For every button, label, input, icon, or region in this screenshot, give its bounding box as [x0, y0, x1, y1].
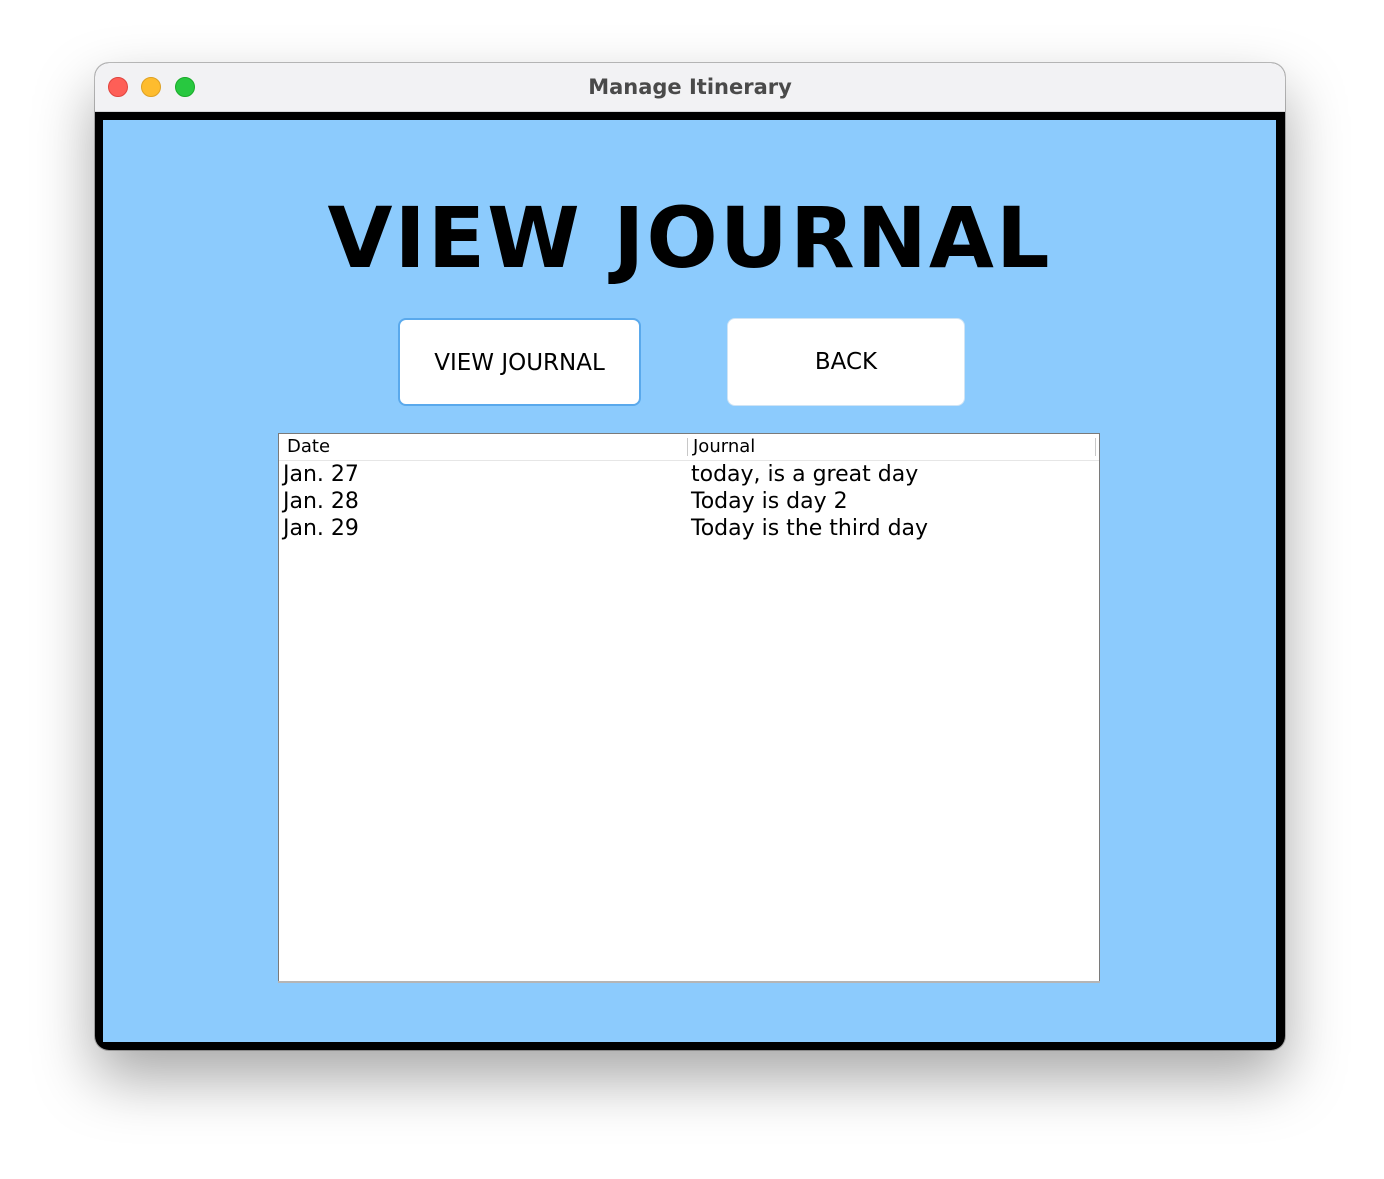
cell-date: Jan. 28	[283, 489, 359, 514]
journal-table[interactable]: Date Journal Jan. 27 today, is a great d…	[278, 433, 1100, 982]
content-panel: VIEW JOURNAL VIEW JOURNAL BACK Date Jour…	[103, 120, 1276, 1042]
window-title: Manage Itinerary	[588, 75, 792, 99]
table-bottom-edge	[278, 981, 1100, 983]
title-bar[interactable]: Manage Itinerary	[95, 63, 1285, 112]
app-window: Manage Itinerary VIEW JOURNAL VIEW JOURN…	[95, 63, 1285, 1050]
cell-journal: Today is day 2	[691, 489, 848, 514]
cell-journal: today, is a great day	[691, 462, 919, 487]
table-row[interactable]: Jan. 27 today, is a great day	[279, 461, 1099, 488]
column-divider-end	[1095, 438, 1096, 456]
page-title: VIEW JOURNAL	[327, 189, 1052, 287]
column-header-journal[interactable]: Journal	[693, 436, 756, 457]
table-row[interactable]: Jan. 28 Today is day 2	[279, 488, 1099, 515]
minimize-window-button[interactable]	[141, 77, 161, 97]
close-window-button[interactable]	[108, 77, 128, 97]
cell-date: Jan. 29	[283, 516, 359, 541]
maximize-window-button[interactable]	[175, 77, 195, 97]
table-header: Date Journal	[279, 434, 1099, 461]
cell-journal: Today is the third day	[691, 516, 929, 541]
back-button[interactable]: BACK	[727, 318, 965, 406]
table-body: Jan. 27 today, is a great day Jan. 28 To…	[279, 461, 1099, 542]
table-row[interactable]: Jan. 29 Today is the third day	[279, 515, 1099, 542]
view-journal-button[interactable]: VIEW JOURNAL	[398, 318, 641, 406]
cell-date: Jan. 27	[283, 462, 359, 487]
column-divider[interactable]	[687, 438, 688, 456]
column-header-date[interactable]: Date	[287, 436, 331, 457]
